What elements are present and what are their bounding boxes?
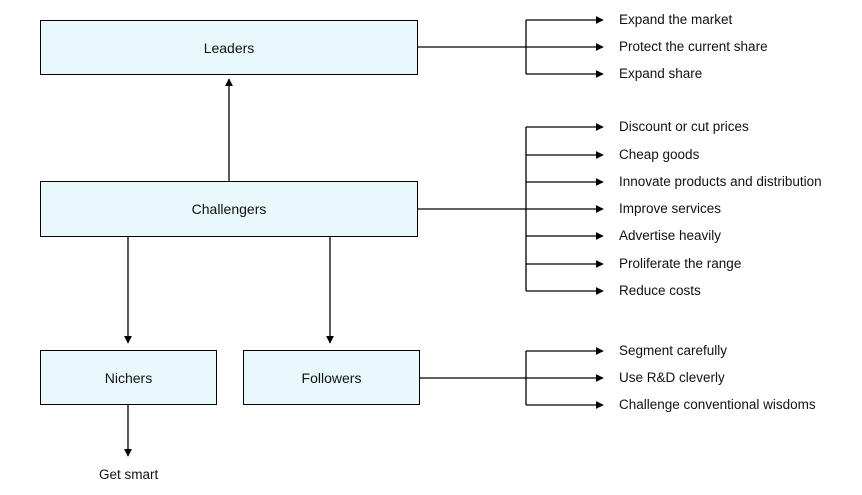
leader-strategy-2: Protect the current share [619,39,768,54]
challenger-strategy-3: Innovate products and distribution [619,174,822,189]
nichers-label: Nichers [104,369,153,386]
followers-box: Followers [243,350,420,405]
follower-strategy-2: Use R&D cleverly [619,370,725,385]
get-smart-label: Get smart [99,467,159,482]
leader-strategy-1: Expand the market [619,12,733,27]
challenger-strategy-2: Cheap goods [619,147,700,162]
challengers-box: Challengers [40,181,418,237]
follower-strategy-1: Segment carefully [619,343,728,358]
challenger-strategy-6: Proliferate the range [619,256,742,271]
nichers-box: Nichers [40,350,217,405]
challenger-strategy-1: Discount or cut prices [619,119,749,134]
follower-strategy-3: Challenge conventional wisdoms [619,397,816,412]
followers-label: Followers [301,369,362,386]
challenger-strategy-5: Advertise heavily [619,228,722,243]
leader-strategy-3: Expand share [619,66,703,81]
challengers-label: Challengers [191,201,267,217]
challenger-strategy-7: Reduce costs [619,283,701,298]
leaders-box: Leaders [40,20,418,75]
leaders-label: Leaders [203,39,255,56]
challenger-strategy-4: Improve services [619,201,722,216]
